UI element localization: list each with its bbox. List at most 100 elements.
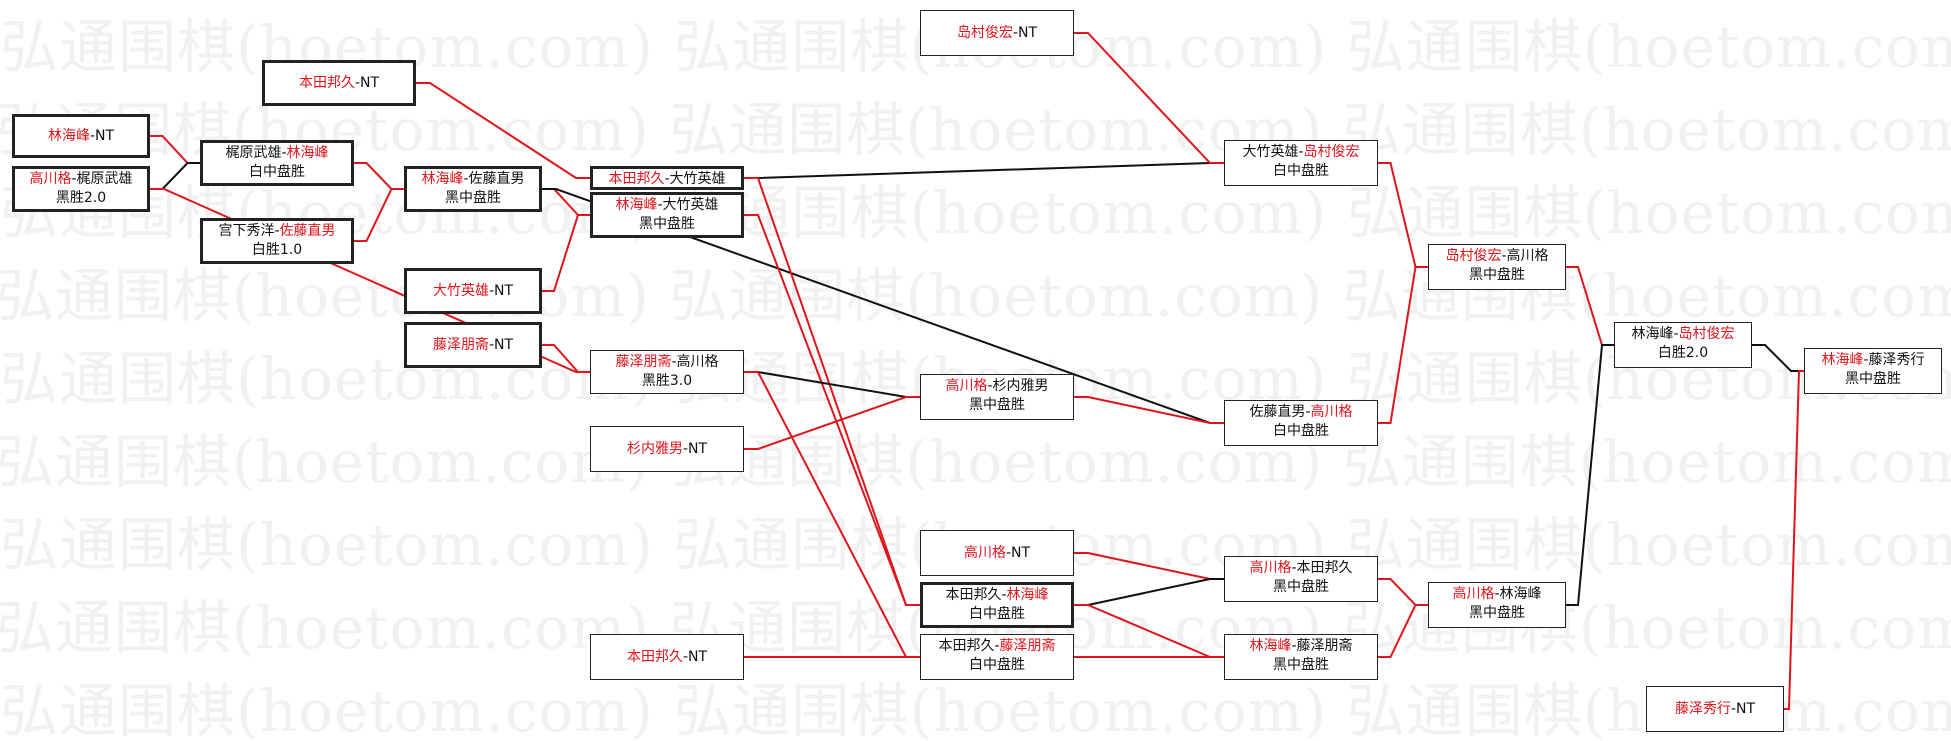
player-one: 岛村俊宏 xyxy=(956,25,1013,41)
player-one: 林海峰 xyxy=(1631,326,1674,342)
bracket-connector xyxy=(542,214,590,292)
bracket-connector xyxy=(416,82,590,179)
player-one: 佐藤直男 xyxy=(1249,404,1306,420)
player-two: NT xyxy=(494,337,514,353)
player-one: 高川格 xyxy=(29,171,72,187)
player-two: 大竹英雄 xyxy=(669,171,726,187)
bracket-connector xyxy=(1566,344,1614,606)
match-players: 高川格-NT xyxy=(921,543,1073,563)
bracket-connector xyxy=(1074,604,1224,658)
match-players: 宫下秀洋-佐藤直男 xyxy=(203,222,351,241)
player-two: 岛村俊宏 xyxy=(1678,326,1735,342)
match-node: 藤泽朋斋-高川格黑胜3.0 xyxy=(590,350,744,394)
match-players: 高川格-林海峰 xyxy=(1429,585,1565,604)
player-two: NT xyxy=(688,649,708,665)
player-two: 梶原武雄 xyxy=(76,171,133,187)
player-separator: - xyxy=(664,171,670,187)
bracket-connector xyxy=(744,396,920,450)
player-one: 本田邦久 xyxy=(626,649,683,665)
player-one: 藤泽朋斋 xyxy=(615,354,672,370)
player-separator: - xyxy=(1501,248,1507,264)
player-separator: - xyxy=(354,75,361,91)
player-two: 林海峰 xyxy=(1006,587,1049,603)
player-one: 本田邦久 xyxy=(938,638,995,654)
player-one: 高川格 xyxy=(963,545,1006,561)
match-players: 林海峰-藤泽秀行 xyxy=(1805,351,1941,370)
player-two: 杉内雅男 xyxy=(992,378,1049,394)
match-result: 黑中盘胜 xyxy=(1469,605,1525,621)
player-separator: - xyxy=(71,171,77,187)
bracket-connector xyxy=(744,177,920,606)
player-separator: - xyxy=(657,197,663,213)
match-players: 高川格-本田邦久 xyxy=(1225,559,1377,578)
player-two: 藤泽秀行 xyxy=(1868,352,1925,368)
match-players: 岛村俊宏-高川格 xyxy=(1429,247,1565,266)
match-players: 林海峰-藤泽朋斋 xyxy=(1225,637,1377,656)
match-result: 黑中盘胜 xyxy=(969,397,1025,413)
match-players: 藤泽朋斋-NT xyxy=(407,335,539,355)
player-separator: - xyxy=(488,283,495,299)
player-one: 宫下秀洋 xyxy=(218,223,275,239)
match-result: 白中盘胜 xyxy=(969,657,1025,673)
match-result: 黑胜3.0 xyxy=(641,373,693,389)
match-node: 林海峰-NT xyxy=(12,114,150,158)
player-two: 藤泽朋斋 xyxy=(999,638,1056,654)
bracket-connector xyxy=(354,188,404,242)
match-players: 高川格-梶原武雄 xyxy=(15,170,147,189)
player-two: 藤泽朋斋 xyxy=(1296,638,1353,654)
match-players: 大竹英雄-NT xyxy=(407,281,539,301)
player-two: 本田邦久 xyxy=(1296,560,1353,576)
player-separator: - xyxy=(1001,587,1007,603)
player-two: NT xyxy=(1011,545,1031,561)
bracket-connector xyxy=(1074,32,1224,164)
match-result: 黑中盘胜 xyxy=(1845,371,1901,387)
match-node: 林海峰-藤泽朋斋黑中盘胜 xyxy=(1224,634,1378,680)
match-players: 藤泽朋斋-高川格 xyxy=(591,353,743,372)
player-two: 高川格 xyxy=(1310,404,1353,420)
player-two: 林海峰 xyxy=(286,145,329,161)
match-players: 林海峰-佐藤直男 xyxy=(407,170,539,189)
match-result: 黑中盘胜 xyxy=(593,189,741,190)
watermark-line: 弘通围棋(hoetom.com) 弘通围棋(hoetom.com) 弘通围棋(h… xyxy=(0,428,1951,496)
match-players: 林海峰-NT xyxy=(15,126,147,146)
match-node: 宫下秀洋-佐藤直男白胜1.0 xyxy=(200,218,354,264)
player-separator: - xyxy=(1291,560,1297,576)
match-node: 梶原武雄-林海峰白中盘胜 xyxy=(200,140,354,186)
match-players: 本田邦久-林海峰 xyxy=(923,586,1071,605)
bracket-connector xyxy=(542,344,590,373)
player-one: 林海峰 xyxy=(1821,352,1864,368)
bracket-connector xyxy=(1378,604,1428,658)
match-node: 岛村俊宏-NT xyxy=(920,10,1074,56)
match-result: 黑中盘胜 xyxy=(1469,267,1525,283)
player-one: 本田邦久 xyxy=(608,171,665,187)
player-two: 佐藤直男 xyxy=(468,171,525,187)
player-separator: - xyxy=(1494,586,1500,602)
player-separator: - xyxy=(1305,404,1311,420)
player-one: 高川格 xyxy=(1249,560,1292,576)
player-one: 藤泽朋斋 xyxy=(432,337,489,353)
match-players: 藤泽秀行-NT xyxy=(1647,699,1783,719)
match-result: 黑中盘胜 xyxy=(639,216,695,232)
match-node: 本田邦久-藤泽朋斋白中盘胜 xyxy=(920,634,1074,680)
match-node: 本田邦久-林海峰白中盘胜 xyxy=(920,582,1074,628)
player-separator: - xyxy=(671,354,677,370)
player-two: 高川格 xyxy=(1506,248,1549,264)
bracket-connector xyxy=(1378,266,1428,424)
player-two: 佐藤直男 xyxy=(279,223,336,239)
player-two: 高川格 xyxy=(676,354,719,370)
player-separator: - xyxy=(1730,701,1737,717)
match-players: 林海峰-大竹英雄 xyxy=(593,196,741,215)
player-one: 林海峰 xyxy=(47,128,90,144)
player-two: 大竹英雄 xyxy=(662,197,719,213)
player-one: 本田邦久 xyxy=(945,587,1002,603)
player-two: NT xyxy=(1736,701,1756,717)
player-separator: - xyxy=(987,378,993,394)
player-separator: - xyxy=(1291,638,1297,654)
player-separator: - xyxy=(488,337,495,353)
player-two: NT xyxy=(1018,25,1038,41)
match-node: 大竹英雄-岛村俊宏白中盘胜 xyxy=(1224,140,1378,186)
bracket-connector xyxy=(1784,370,1804,710)
match-node: 高川格-梶原武雄黑胜2.0 xyxy=(12,166,150,212)
player-one: 本田邦久 xyxy=(298,75,355,91)
